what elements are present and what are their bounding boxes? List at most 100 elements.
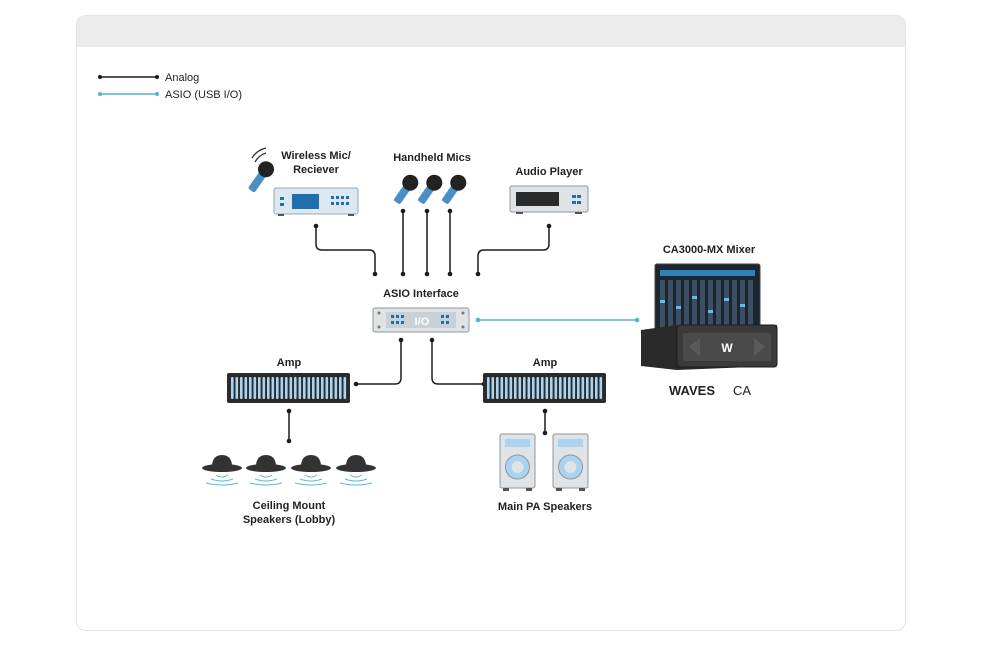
amp-vent-slot [235, 377, 239, 399]
amp-vent-slot [280, 377, 284, 399]
handheld-mics-label: Handheld Mics [393, 152, 471, 164]
amp-vent-slot [491, 377, 495, 399]
wire-wireless-to-interface [315, 226, 376, 274]
legend-asio-swatch [98, 92, 159, 96]
amp-vent-slot [294, 377, 297, 399]
asio-interface-label: ASIO Interface [383, 288, 459, 300]
mixer-screen [654, 263, 761, 333]
handheld-mic-icon [394, 174, 419, 204]
handheld-mic-icon [442, 174, 467, 204]
amp-vent-slot [527, 377, 531, 399]
amp-left-device [227, 373, 350, 403]
wavesca-logo: WAVES CA [669, 383, 751, 398]
wireless-mic-icon [248, 161, 275, 193]
ceiling-speaker-icon [246, 455, 286, 486]
pa-speaker-icon [499, 433, 536, 491]
card-header [77, 16, 905, 47]
asio-interface-node: ASIO Interface I/O [372, 288, 470, 333]
amp-vent-slot [577, 377, 580, 399]
amp-vent-slot [550, 377, 553, 399]
amp-vent-slot [262, 377, 266, 399]
amp-vent-slot [298, 377, 302, 399]
audio-player-node: Audio Player [509, 166, 589, 214]
amp-vent-slot [572, 377, 576, 399]
amp-vent-slot [523, 377, 526, 399]
amp-vent-slot [599, 377, 603, 399]
wireless-signal-icon [251, 147, 267, 163]
amp-vent-slot [339, 377, 342, 399]
wireless-mic-label-line2: Reciever [293, 164, 340, 176]
legend: Analog ASIO (USB I/O) [98, 72, 242, 101]
amp-vent-slot [258, 377, 261, 399]
main-pa-label: Main PA Speakers [498, 501, 592, 513]
ceiling-speakers-node: Ceiling Mount Speakers (Lobby) [202, 455, 376, 526]
wire-player-to-interface [477, 226, 550, 274]
amp-vent-slot [325, 377, 329, 399]
amp-vent-slot [509, 377, 513, 399]
amp-right-device [483, 373, 606, 403]
amp-vent-slot [595, 377, 598, 399]
amp-vent-slot [541, 377, 544, 399]
wireless-mic-label-line1: Wireless Mic/ [281, 150, 351, 162]
amp-vent-slot [240, 377, 243, 399]
amp-right-label: Amp [533, 357, 558, 369]
pa-speaker-icon [552, 433, 589, 491]
main-pa-node: Main PA Speakers [498, 433, 592, 513]
amp-vent-slot [303, 377, 306, 399]
legend-asio-label: ASIO (USB I/O) [165, 89, 242, 101]
amp-vent-slot [563, 377, 567, 399]
mixer-server-unit: W [641, 324, 778, 370]
amp-vent-slot [518, 377, 522, 399]
amp-vent-slot [590, 377, 594, 399]
amp-vent-slot [496, 377, 499, 399]
legend-analog-swatch [98, 75, 159, 79]
amp-left-node: Amp [227, 357, 350, 403]
amp-vent-slot [586, 377, 589, 399]
mixer-label: CA3000-MX Mixer [663, 244, 756, 256]
amp-vent-slot [500, 377, 504, 399]
ceiling-speakers-label-line1: Ceiling Mount [253, 500, 326, 512]
asio-connection [475, 317, 640, 323]
ceiling-speaker-icon [291, 455, 331, 486]
amp-vent-slot [285, 377, 288, 399]
wire-interface-to-amp-left [356, 340, 402, 385]
wireless-receiver-device [273, 187, 359, 216]
amp-vent-slot [568, 377, 571, 399]
amp-vent-slot [289, 377, 293, 399]
amp-vent-slot [343, 377, 347, 399]
asio-interface-device: I/O [372, 307, 470, 333]
amp-vent-slot [316, 377, 320, 399]
ceiling-speaker-icon [202, 455, 242, 486]
amp-vent-slot [514, 377, 517, 399]
amp-vent-slot [554, 377, 558, 399]
legend-analog-label: Analog [165, 72, 199, 84]
diagram-card [76, 15, 906, 631]
amp-vent-slot [267, 377, 270, 399]
amp-vent-slot [312, 377, 315, 399]
amp-vent-slot [581, 377, 585, 399]
amp-vent-slot [271, 377, 275, 399]
audio-player-device [509, 185, 589, 214]
brand-ca: CA [733, 383, 751, 398]
ceiling-speaker-icon [336, 455, 376, 486]
amp-vent-slot [276, 377, 279, 399]
amp-vent-slot [536, 377, 540, 399]
amp-left-label: Amp [277, 357, 302, 369]
amp-right-node: Amp [483, 357, 606, 403]
handheld-mic-icon [418, 174, 443, 204]
amp-vent-slot [505, 377, 508, 399]
wireless-mic-node: Wireless Mic/ Reciever [248, 147, 359, 216]
handheld-mics-node: Handheld Mics [393, 152, 471, 204]
amp-vent-slot [244, 377, 248, 399]
amp-vent-slot [487, 377, 490, 399]
audio-player-label: Audio Player [515, 166, 583, 178]
analog-connections [288, 211, 550, 441]
amp-vent-slot [559, 377, 562, 399]
amp-vent-slot [321, 377, 324, 399]
amp-vent-slot [334, 377, 338, 399]
amp-vent-slot [545, 377, 549, 399]
mixer-unit-logo: W [721, 341, 733, 355]
amp-vent-slot [307, 377, 311, 399]
wire-interface-to-amp-right [431, 340, 484, 385]
